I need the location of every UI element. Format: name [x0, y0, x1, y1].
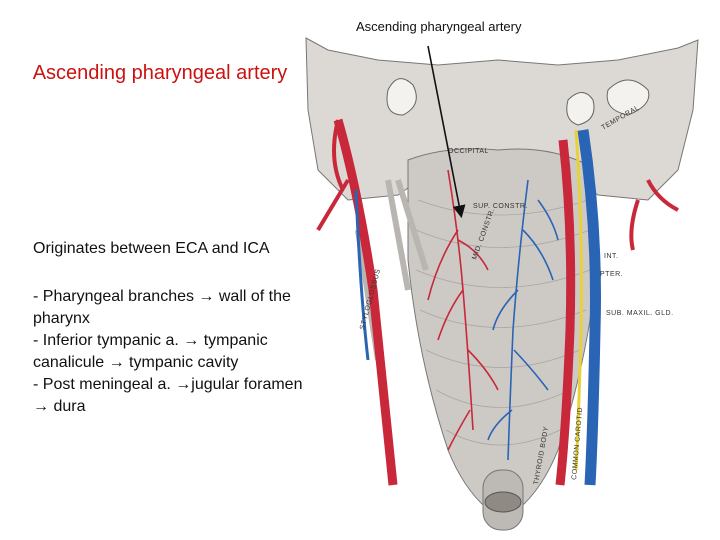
branch-item: - Inferior tympanic a. → tympanic canali… — [33, 332, 268, 371]
top-caption: Ascending pharyngeal artery — [356, 19, 522, 34]
label-sup-constr: SUP. CONSTR. — [473, 203, 528, 210]
pharynx-illustration: OCCIPITAL TEMPORAL SUP. CONSTR. MID. CON… — [305, 37, 699, 531]
label-occipital: OCCIPITAL — [448, 148, 489, 155]
branch-list: - Pharyngeal branches → wall of the phar… — [33, 286, 308, 418]
label-common-carotid: COMMON CAROTID — [571, 407, 584, 480]
branch-item: - Post meningeal a. →jugular foramen → d… — [33, 376, 303, 415]
label-int: INT. — [604, 253, 618, 260]
label-pter: PTER. — [600, 271, 623, 278]
label-sub-maxil: SUB. MAXIL. GLD. — [606, 310, 674, 317]
internal-jugular-vein — [577, 129, 601, 486]
common-carotid-artery — [555, 139, 576, 486]
origin-text: Originates between ECA and ICA — [33, 240, 270, 257]
branch-item: - Pharyngeal branches → wall of the phar… — [33, 288, 291, 327]
slide-title: Ascending pharyngeal artery — [32, 62, 288, 84]
left-carotid-artery — [333, 118, 398, 486]
